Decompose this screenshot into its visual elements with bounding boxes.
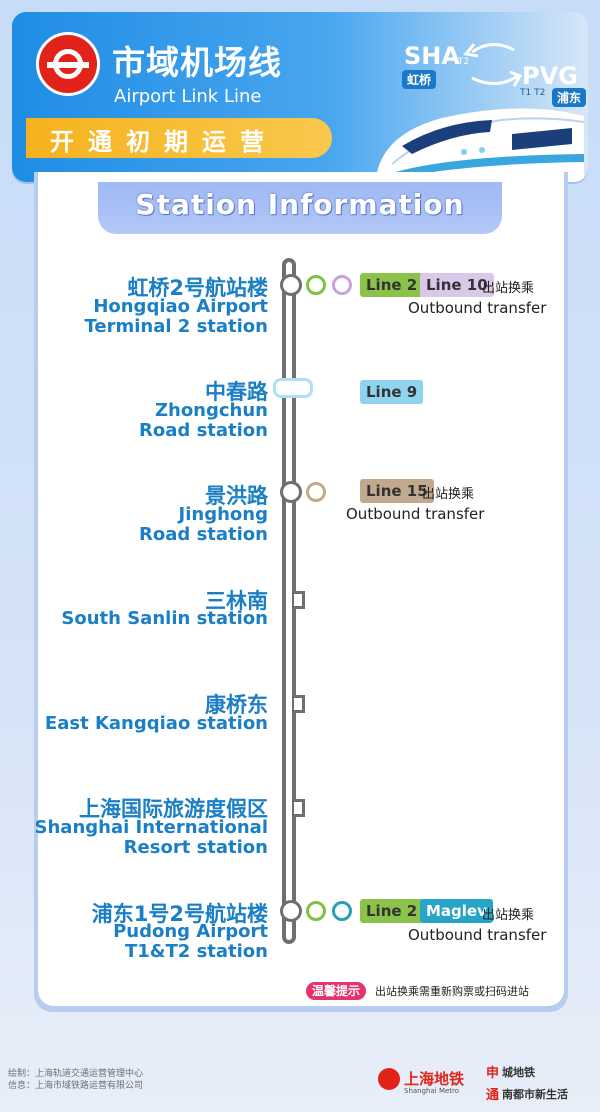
station-name-en: Road station bbox=[139, 420, 268, 441]
sha-code: SHA bbox=[404, 42, 460, 70]
line-badge: Line 15 bbox=[360, 479, 434, 503]
transfer-ring bbox=[332, 275, 352, 295]
opening-text: 开通初期运营 bbox=[50, 128, 278, 156]
pvg-tag: 浦东 bbox=[552, 88, 587, 107]
station-marker bbox=[280, 481, 302, 503]
shen-brand-char: 通 bbox=[486, 1088, 500, 1103]
tip-text: 出站换乘需重新购票或扫码进站 bbox=[375, 985, 529, 998]
line-track-inner bbox=[286, 262, 292, 940]
line-badge: Line 2 bbox=[360, 273, 424, 297]
metro-brand-en: Shanghai Metro bbox=[404, 1087, 460, 1095]
metro-logo-icon bbox=[378, 1068, 400, 1090]
transfer-ring bbox=[306, 482, 326, 502]
station-name-cn: 康桥东 bbox=[205, 693, 268, 717]
station-marker bbox=[280, 274, 302, 296]
transfer-note-cn: 出站换乘 bbox=[482, 281, 535, 296]
station-marker bbox=[280, 900, 302, 922]
metro-logo-icon bbox=[36, 32, 100, 96]
line-badge: Maglev bbox=[420, 899, 493, 923]
station-name-cn: 三林南 bbox=[205, 589, 268, 613]
section-title: Station Information bbox=[135, 188, 465, 221]
station-name-en: Resort station bbox=[123, 837, 268, 858]
station-name-en: Terminal 2 station bbox=[84, 316, 268, 337]
station-name-cn: 虹桥2号航站楼 bbox=[127, 276, 268, 300]
station-name-en: Pudong Airport bbox=[113, 921, 268, 942]
station-tick bbox=[294, 695, 305, 713]
line-badge: Line 10 bbox=[420, 273, 494, 297]
station-name-en: Zhongchun bbox=[154, 400, 268, 421]
metro-brand-cn: 上海地铁 bbox=[404, 1070, 465, 1088]
opening-banner: 开通初期运营 bbox=[26, 118, 332, 158]
interchange-marker bbox=[273, 378, 313, 398]
station-name-cn: 景洪路 bbox=[205, 484, 268, 508]
train-illustration-icon bbox=[376, 108, 585, 182]
credit-line: 信息：上海市域铁路运营有限公司 bbox=[8, 1081, 144, 1091]
sha-terminal: T2 bbox=[458, 57, 470, 67]
header-banner: 市域机场线 Airport Link Line 开通初期运营 SHA T2 虹桥… bbox=[12, 12, 588, 182]
pvg-code: PVG bbox=[522, 62, 578, 90]
tip-badge: 温馨提示 bbox=[306, 982, 367, 1000]
transfer-ring bbox=[306, 901, 326, 921]
arrow-icon bbox=[463, 43, 523, 87]
station-tick bbox=[294, 799, 305, 817]
station-panel bbox=[38, 172, 564, 1006]
station-name-en: Road station bbox=[139, 524, 268, 545]
station-name-en: Jinghong bbox=[178, 504, 268, 525]
station-tick bbox=[294, 591, 305, 609]
transfer-note-cn: 出站换乘 bbox=[422, 487, 475, 502]
line-title-cn: 市域机场线 bbox=[112, 43, 282, 82]
station-name-en: South Sanlin station bbox=[61, 608, 268, 629]
shen-brand-text: 城地铁 bbox=[502, 1066, 535, 1079]
credit-line: 绘制：上海轨道交通运营管理中心 bbox=[8, 1069, 144, 1079]
station-name-cn: 中春路 bbox=[205, 380, 268, 404]
transfer-note-cn: 出站换乘 bbox=[482, 908, 535, 923]
line-badge: Line 9 bbox=[360, 380, 424, 404]
transfer-note-en: Outbound transfer bbox=[408, 299, 547, 317]
line-title-en: Airport Link Line bbox=[114, 86, 262, 107]
station-name-en: T1&T2 station bbox=[125, 941, 268, 962]
transfer-note-en: Outbound transfer bbox=[408, 926, 547, 944]
line-badge: Line 2 bbox=[360, 899, 424, 923]
station-name-cn: 上海国际旅游度假区 bbox=[79, 797, 268, 821]
shen-brand-char: 申 bbox=[486, 1066, 500, 1081]
shen-brand-text: 南都市新生活 bbox=[502, 1088, 568, 1101]
station-name-en: Shanghai International bbox=[34, 817, 268, 838]
transfer-ring bbox=[332, 901, 352, 921]
section-title-tab: Station Information bbox=[98, 182, 502, 234]
sha-tag: 虹桥 bbox=[402, 70, 437, 89]
transfer-note-en: Outbound transfer bbox=[346, 505, 485, 523]
station-name-en: East Kangqiao station bbox=[44, 713, 268, 734]
station-name-en: Hongqiao Airport bbox=[93, 296, 268, 317]
pvg-terminal: T1 T2 bbox=[520, 88, 546, 98]
transfer-ring bbox=[306, 275, 326, 295]
station-name-cn: 浦东1号2号航站楼 bbox=[91, 902, 268, 926]
